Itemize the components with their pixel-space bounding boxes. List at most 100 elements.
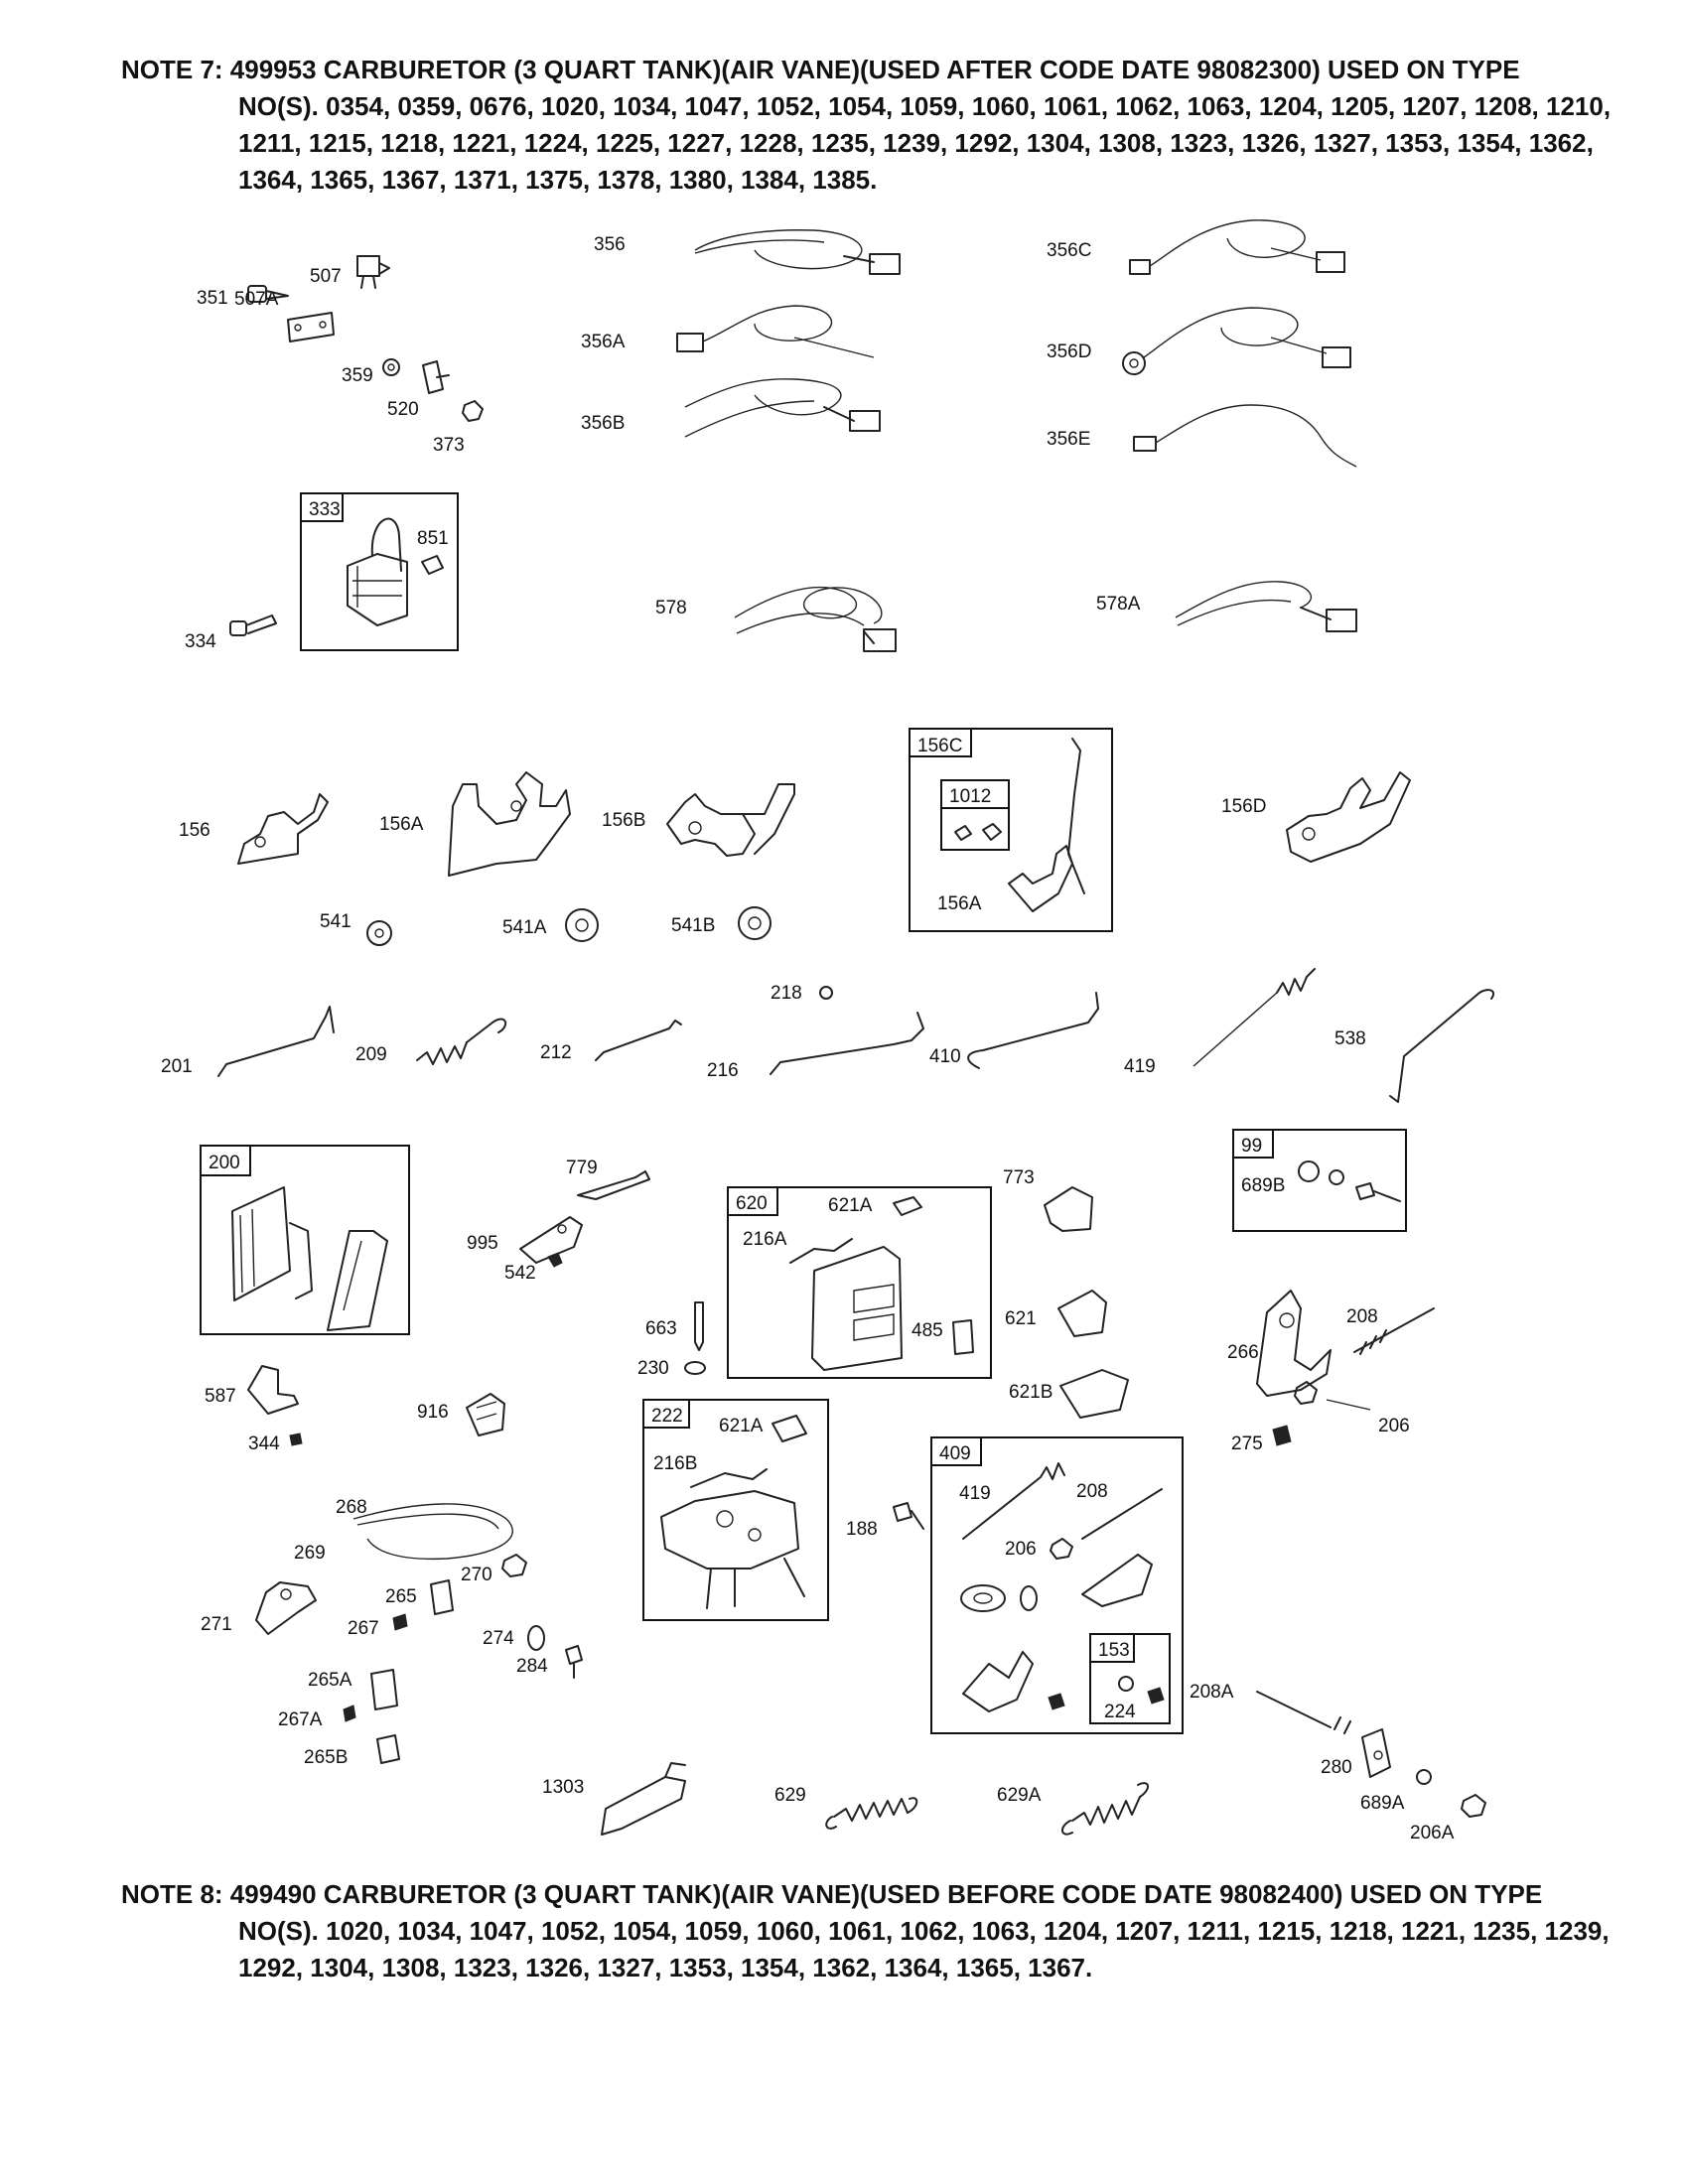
part-156A-lever: 156A — [379, 771, 571, 877]
label-156B: 156B — [602, 810, 645, 831]
part-410-link: 410 — [929, 992, 1099, 1069]
part-275-screw: 275 — [1231, 1425, 1292, 1454]
part-351-screw: 351 — [197, 285, 289, 309]
box-200-air-vane: 200 — [200, 1145, 410, 1335]
box-620-control: 620 621A 216A 485 — [727, 1186, 992, 1379]
label-156: 156 — [179, 820, 210, 841]
part-542-screw: 542 — [504, 1252, 563, 1284]
part-156D-lever: 156D — [1221, 771, 1411, 863]
label-224: 224 — [1104, 1702, 1136, 1722]
part-621-bracket: 621 — [1005, 1290, 1107, 1337]
part-344-screw: 344 — [248, 1433, 303, 1454]
label-507A: 507A — [234, 289, 279, 310]
label-587: 587 — [205, 1386, 236, 1407]
label-356C: 356C — [1047, 240, 1091, 261]
label-621A: 621A — [828, 1195, 873, 1216]
label-356D: 356D — [1047, 341, 1091, 362]
part-270-nut: 270 — [461, 1554, 527, 1585]
label-206: 206 — [1378, 1416, 1410, 1436]
part-356D-harness: 356D — [1047, 307, 1351, 375]
label-1012: 1012 — [949, 786, 991, 807]
label-419-2: 419 — [959, 1483, 991, 1504]
label-218: 218 — [771, 983, 802, 1004]
label-419: 419 — [1124, 1056, 1156, 1077]
label-851: 851 — [417, 528, 449, 549]
label-359: 359 — [342, 365, 373, 386]
part-206-nut: 206 — [1294, 1381, 1410, 1436]
label-663: 663 — [645, 1318, 677, 1339]
label-267: 267 — [348, 1618, 379, 1639]
note-7-line-3: 1364, 1365, 1367, 1371, 1375, 1378, 1380… — [238, 165, 878, 195]
part-578A-harness: 578A — [1096, 581, 1357, 632]
part-587-bracket: 587 — [205, 1365, 299, 1415]
label-621: 621 — [1005, 1308, 1037, 1329]
label-284: 284 — [516, 1656, 548, 1677]
part-541A-washer: 541A — [502, 908, 599, 942]
part-208-spring: 208 — [1346, 1306, 1435, 1355]
part-356-harness: 356 — [594, 229, 901, 275]
label-200: 200 — [209, 1153, 240, 1173]
part-507A-plate: 507A — [234, 289, 335, 342]
part-206A-nut: 206A — [1410, 1794, 1486, 1843]
part-578-harness: 578 — [655, 586, 897, 652]
part-356E-harness: 356E — [1047, 404, 1357, 468]
label-216: 216 — [707, 1060, 739, 1081]
part-209-spring: 209 — [355, 1018, 507, 1065]
label-269: 269 — [294, 1543, 326, 1564]
label-265B: 265B — [304, 1747, 348, 1768]
label-156D: 156D — [1221, 796, 1266, 817]
label-373: 373 — [433, 435, 465, 456]
label-209: 209 — [355, 1044, 387, 1065]
part-265-clip: 265 — [385, 1579, 454, 1615]
label-621B: 621B — [1009, 1382, 1052, 1403]
part-218-clip: 218 — [771, 983, 833, 1004]
label-689A: 689A — [1360, 1793, 1405, 1814]
label-578: 578 — [655, 598, 687, 618]
label-507: 507 — [310, 266, 342, 287]
part-538-rod: 538 — [1334, 989, 1495, 1103]
part-216-link: 216 — [707, 1012, 924, 1081]
part-520-bracket: 520 — [387, 360, 450, 420]
label-206A: 206A — [1410, 1823, 1455, 1843]
part-212-link: 212 — [540, 1020, 682, 1063]
label-334: 334 — [185, 631, 216, 652]
label-689B: 689B — [1241, 1175, 1285, 1196]
part-201-link: 201 — [161, 1006, 335, 1077]
part-689A-nut: 689A — [1360, 1769, 1432, 1814]
part-265B-clip: 265B — [304, 1734, 400, 1768]
part-356C-harness: 356C — [1047, 219, 1345, 275]
label-208-2: 208 — [1076, 1481, 1108, 1502]
part-621B-bracket: 621B — [1009, 1369, 1129, 1419]
label-773: 773 — [1003, 1167, 1035, 1188]
label-271: 271 — [201, 1614, 232, 1635]
label-201: 201 — [161, 1056, 193, 1077]
part-541B-washer: 541B — [671, 906, 772, 940]
note-8-line-1: NO(S). 1020, 1034, 1047, 1052, 1054, 105… — [238, 1916, 1610, 1946]
box-333-ignition: 333 851 — [300, 492, 459, 651]
label-280: 280 — [1321, 1757, 1352, 1778]
label-333: 333 — [309, 499, 341, 520]
label-485: 485 — [912, 1320, 943, 1341]
label-1303: 1303 — [542, 1777, 584, 1798]
box-156C: 156C 1012 156A — [909, 728, 1113, 932]
label-541: 541 — [320, 911, 351, 932]
label-779: 779 — [566, 1158, 598, 1178]
label-410: 410 — [929, 1046, 961, 1067]
label-356: 356 — [594, 234, 626, 255]
label-156A: 156A — [379, 814, 424, 835]
label-267A: 267A — [278, 1709, 323, 1730]
part-419-spring: 419 — [1124, 968, 1316, 1077]
label-542: 542 — [504, 1263, 536, 1284]
note-7: NOTE 7: 499953 CARBURETOR (3 QUART TANK)… — [121, 52, 1670, 199]
part-156-lever: 156 — [179, 793, 329, 865]
label-265A: 265A — [308, 1670, 352, 1691]
part-188-screw: 188 — [846, 1502, 924, 1540]
part-266-lever: 266 — [1227, 1290, 1332, 1397]
label-356B: 356B — [581, 413, 625, 434]
label-351: 351 — [197, 288, 228, 309]
label-208: 208 — [1346, 1306, 1378, 1327]
part-284-screw: 284 — [516, 1645, 583, 1679]
label-344: 344 — [248, 1433, 280, 1454]
part-916-clip: 916 — [417, 1393, 505, 1436]
